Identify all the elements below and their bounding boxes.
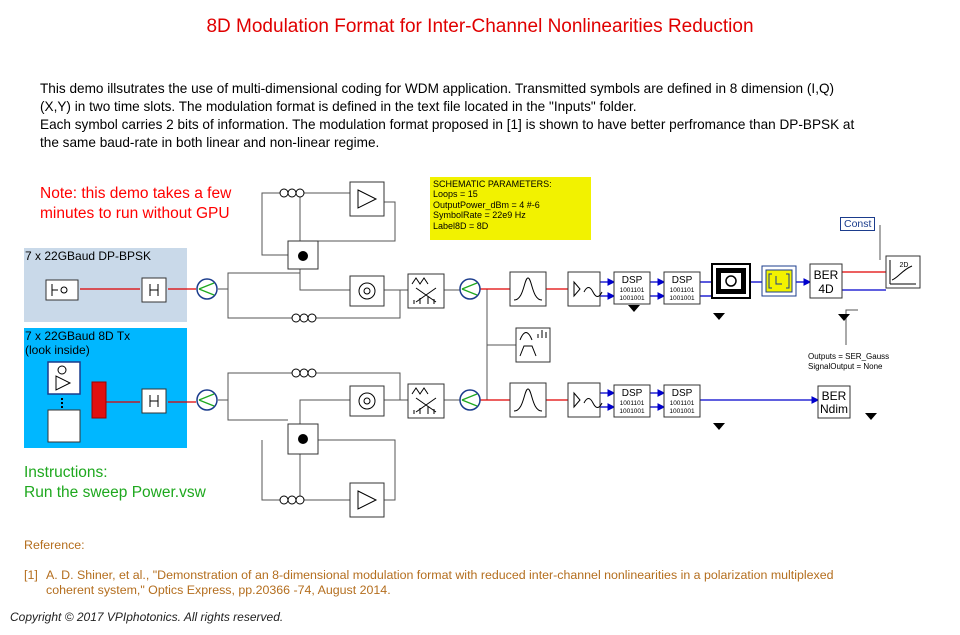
optical-filter-top[interactable]: [509, 271, 547, 307]
fiber-spool-icon[interactable]: [291, 368, 317, 378]
loop-control-bottom[interactable]: [287, 423, 319, 455]
polarization-rotator-bottom[interactable]: [349, 385, 385, 417]
page-title: 8D Modulation Format for Inter-Channel N…: [206, 16, 754, 37]
8d-tx-laser[interactable]: [47, 361, 81, 395]
dsp-block[interactable]: DSP 1001101 1001001: [613, 271, 651, 305]
terminator-icon: [628, 305, 640, 312]
dsp-label: DSP: [672, 388, 693, 399]
param-symbol-rate: SymbolRate = 22e9 Hz: [433, 210, 526, 221]
outputs-line: SignalOutput = None: [808, 361, 883, 371]
dsp-bits: 1001101: [620, 287, 645, 294]
ber-4d-block[interactable]: BER 4D: [809, 263, 843, 299]
description-line: (X,Y) in two time slots. The modulation …: [40, 99, 637, 114]
reference-line: A. D. Shiner, et al., "Demonstration of …: [46, 568, 834, 582]
amplifier-top[interactable]: [349, 181, 385, 217]
reference-number: [1]: [24, 568, 38, 582]
dsp-bits: 1001001: [619, 408, 645, 415]
berndim-line2: Ndim: [820, 402, 848, 416]
terminator-icon: [838, 314, 850, 321]
2d-visualizer[interactable]: 2D: [885, 255, 921, 289]
input-coupler-top[interactable]: [196, 278, 218, 300]
terminator-icon: [713, 423, 725, 430]
polarization-rotator-top[interactable]: [349, 275, 385, 307]
input-coupler-bottom[interactable]: [196, 389, 218, 411]
description-line: Each symbol carries 2 bits of informatio…: [40, 117, 855, 132]
dsp-bits: 1001101: [620, 400, 645, 407]
galaxy-8d-label-line2: (look inside): [25, 343, 90, 357]
bpsk-wdm-mux-icon[interactable]: [141, 277, 167, 303]
param-heading: SCHEMATIC PARAMETERS:: [433, 179, 552, 189]
dsp-bits: 1001001: [619, 295, 645, 302]
ber4d-line1: BER: [814, 268, 839, 282]
8d-tx-data-block[interactable]: [47, 398, 81, 443]
instructions-text[interactable]: Run the sweep Power.vsw: [24, 484, 206, 501]
galaxy-bpsk-label: 7 x 22GBaud DP-BPSK: [25, 249, 152, 263]
terminator-icon: [865, 413, 877, 420]
param-loops: Loops = 15: [433, 189, 478, 200]
ber4d-line2: 4D: [818, 282, 834, 296]
param-output-power: OutputPower_dBm = 4 #-6: [433, 199, 540, 210]
fiber-spool-icon[interactable]: [291, 313, 317, 323]
copyright: Copyright © 2017 VPIphotonics. All right…: [10, 610, 284, 624]
description-line: This demo illsutrates the use of multi-d…: [40, 81, 835, 96]
dsp-bits: 1001101: [670, 287, 695, 294]
dsp-label: DSP: [672, 275, 693, 286]
description-line: the same baud-rate in both linear and no…: [40, 135, 380, 150]
splitter-top[interactable]: [459, 278, 481, 300]
8d-wdm-mux-icon[interactable]: [141, 388, 167, 414]
reference-heading: Reference:: [24, 538, 85, 552]
splitter-bottom[interactable]: [459, 389, 481, 411]
terminator-icon: [713, 313, 725, 320]
dsp-block[interactable]: DSP 1001101 1001001: [663, 384, 701, 418]
const-button[interactable]: Const: [840, 217, 876, 231]
8d-decoder[interactable]: [711, 263, 751, 299]
dsp-block[interactable]: DSP 1001101 1001001: [663, 271, 701, 305]
dsp-bits: 1001001: [669, 408, 695, 415]
galaxy-8d-label: 7 x 22GBaud 8D Tx (look inside): [25, 329, 130, 357]
fiber-spool-icon[interactable]: [279, 495, 305, 505]
ber-ndim-block[interactable]: BER Ndim: [817, 385, 851, 419]
channel-select-top[interactable]: [407, 273, 445, 309]
dsp-block[interactable]: DSP 1001101 1001001: [613, 384, 651, 418]
note-line: minutes to run without GPU: [40, 205, 230, 222]
reference-text: A. D. Shiner, et al., "Demonstration of …: [46, 568, 926, 598]
instructions-heading: Instructions:: [24, 464, 108, 481]
dsp-label: DSP: [622, 275, 643, 286]
reference-line: coherent system," Optics Express, pp.203…: [46, 583, 391, 597]
schematic-parameters[interactable]: SCHEMATIC PARAMETERS: Loops = 15 OutputP…: [430, 177, 591, 240]
dsp-bits: 1001001: [669, 295, 695, 302]
viz-2d-label: 2D: [900, 262, 909, 269]
runtime-note: Note: this demo takes a few minutes to r…: [40, 184, 231, 224]
laser-module[interactable]: [45, 279, 79, 301]
outputs-line: Outputs = SER_Gauss: [808, 352, 890, 361]
dsp-label: DSP: [622, 388, 643, 399]
amplifier-bottom[interactable]: [349, 482, 385, 518]
spectrum-analyzer[interactable]: [515, 327, 551, 363]
instructions: Instructions: Run the sweep Power.vsw: [24, 463, 206, 503]
optical-filter-bottom[interactable]: [509, 382, 547, 418]
param-label8d: Label8D = 8D: [433, 220, 489, 231]
description: This demo illsutrates the use of multi-d…: [40, 80, 930, 152]
note-line: Note: this demo takes a few: [40, 185, 232, 202]
8d-tx-coder[interactable]: [91, 381, 107, 419]
berndim-line1: BER: [822, 389, 847, 403]
loop-control-top[interactable]: [287, 240, 319, 270]
ber-outputs-params: Outputs = SER_Gauss SignalOutput = None: [808, 352, 889, 371]
channel-select-bottom[interactable]: [407, 383, 445, 419]
coherent-receiver-top[interactable]: [567, 271, 603, 307]
coherent-receiver-bottom[interactable]: [567, 382, 603, 418]
symbol-mapper[interactable]: [761, 265, 797, 297]
fiber-spool-icon[interactable]: [279, 188, 305, 198]
dsp-bits: 1001101: [670, 400, 695, 407]
galaxy-8d-label-line1: 7 x 22GBaud 8D Tx: [25, 329, 131, 343]
